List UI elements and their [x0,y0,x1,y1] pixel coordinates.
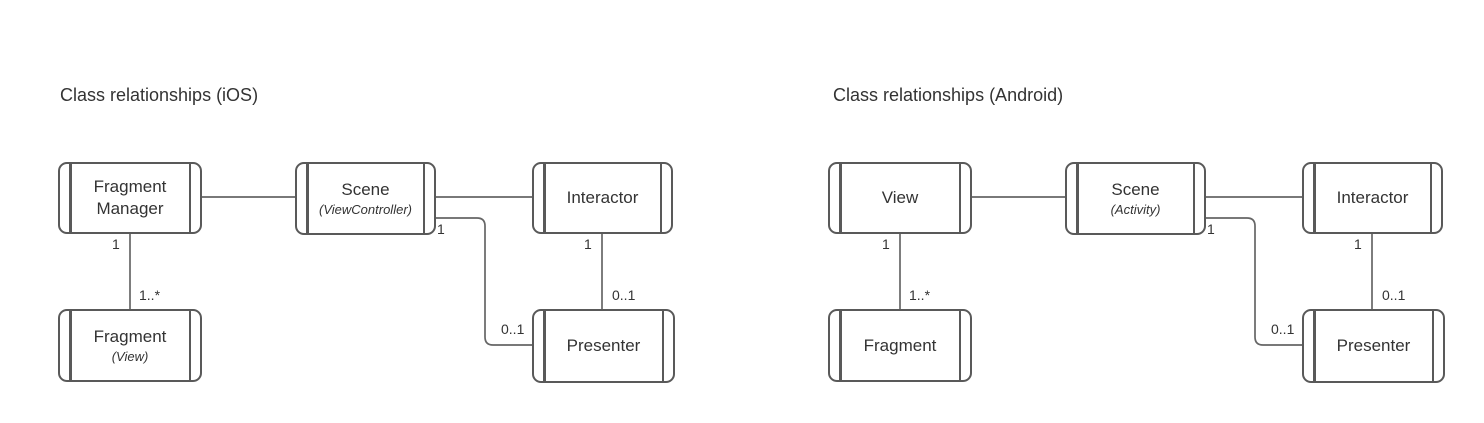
multiplicity-label: 1 [1207,221,1215,237]
class-name: Fragment [863,335,937,355]
class-node-fragment-ios[interactable]: Fragment (View) [58,309,202,382]
compartment-divider-left [543,311,546,381]
compartment-divider-left [1313,164,1316,232]
diagram-title-android: Class relationships (Android) [833,85,1064,105]
multiplicity-label: 1 [112,236,120,252]
compartment-divider-right [1429,164,1432,232]
diagram-title-ios: Class relationships (iOS) [60,85,259,105]
multiplicity-label: 1 [882,236,890,252]
compartment-divider-right [661,311,664,381]
class-name: Fragment Manager [93,177,167,218]
class-node-fragment-android[interactable]: Fragment [828,309,972,382]
multiplicity-label: 0..1 [501,321,525,337]
compartment-divider-right [1431,311,1434,381]
multiplicity-label: 0..1 [1382,287,1406,303]
compartment-divider-right [422,164,425,233]
multiplicity-label: 1 [1354,236,1362,252]
multiplicity-label: 1..* [139,287,161,303]
class-node-view[interactable]: View [828,162,972,234]
compartment-divider-right [188,311,191,380]
class-node-scene-ios[interactable]: Scene (ViewController) [295,162,436,235]
class-stereotype: (View) [111,349,149,364]
multiplicity-label: 1..* [909,287,931,303]
class-name: Presenter [566,336,641,355]
multiplicity-label: 1 [584,236,592,252]
compartment-divider-left [839,164,842,232]
compartment-divider-right [659,164,662,232]
compartment-divider-right [958,311,961,380]
compartment-divider-right [958,164,961,232]
class-stereotype: (Activity) [1110,202,1161,217]
compartment-divider-left [306,164,309,233]
multiplicity-label: 1 [437,221,445,237]
class-stereotype: (ViewController) [319,202,412,217]
edge-scene-presenter[interactable] [436,217,532,346]
multiplicity-label: 0..1 [612,287,636,303]
compartment-divider-left [69,311,72,380]
compartment-divider-left [839,311,842,380]
class-node-scene-android[interactable]: Scene (Activity) [1065,162,1206,235]
compartment-divider-left [1076,164,1079,233]
class-name: View [881,188,919,207]
class-name: Scene [1111,180,1160,199]
class-node-presenter-android[interactable]: Presenter [1302,309,1445,383]
class-name: Interactor [566,188,639,207]
compartment-divider-left [543,164,546,232]
multiplicity-label: 0..1 [1271,321,1295,337]
class-name: Scene [341,180,390,199]
class-node-interactor-android[interactable]: Interactor [1302,162,1443,234]
class-name: Interactor [1336,188,1409,207]
class-name: Fragment [93,327,167,346]
compartment-divider-left [1313,311,1316,381]
class-node-fragment-manager[interactable]: Fragment Manager [58,162,202,234]
class-node-interactor-ios[interactable]: Interactor [532,162,673,234]
compartment-divider-right [188,164,191,232]
compartment-divider-left [69,164,72,232]
class-node-presenter-ios[interactable]: Presenter [532,309,675,383]
compartment-divider-right [1192,164,1195,233]
class-name: Presenter [1336,336,1411,355]
edge-scene-presenter-android[interactable] [1206,217,1302,346]
